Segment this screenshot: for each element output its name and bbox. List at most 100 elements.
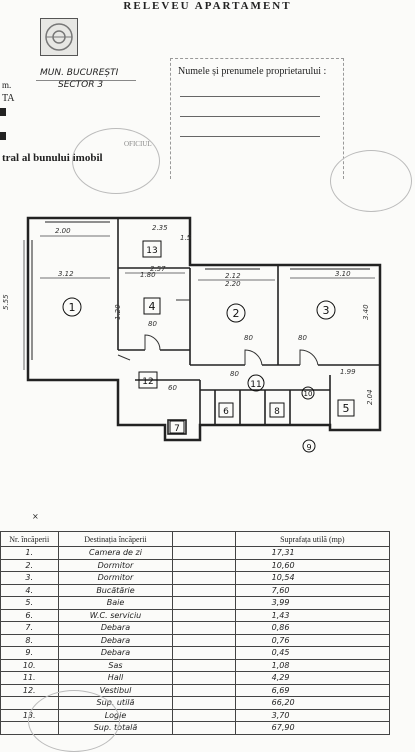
owner-line [180,96,320,97]
spacer-cell [172,558,236,572]
spacer-cell [172,596,236,610]
room-number: 1. [0,546,59,560]
stamp-icon [330,150,412,212]
svg-text:3.40: 3.40 [362,304,370,320]
svg-text:4: 4 [149,300,156,313]
svg-text:80: 80 [230,370,239,378]
floor-plan: 2.35 1.5 2.00 3.12 2.57 1.80 5.55 1.20 8… [2,216,382,453]
room-area: 67,90 [234,721,391,735]
room-destination: Debara [57,633,174,647]
room-destination: Baie [57,596,174,610]
header-area: Suprafața utilă (mp) [234,531,391,547]
logo-icon [40,18,78,56]
svg-text:1.5: 1.5 [180,234,192,242]
spacer-cell [172,658,236,672]
room-area: 0,45 [234,646,391,660]
spacer-cell [172,621,236,635]
room-area: 1,08 [234,658,391,672]
room-number: 4. [0,583,59,597]
room-number: 7. [0,621,59,635]
svg-text:80: 80 [148,320,157,328]
room-number: 6. [0,608,59,622]
room-area: 10,60 [234,558,391,572]
header-destination: Destinația încăperii [57,531,174,547]
svg-text:11: 11 [250,380,261,390]
spacer-cell [172,608,236,622]
room-number: 2. [0,558,59,572]
svg-text:2.00: 2.00 [55,227,71,235]
room-area: 1,43 [234,608,391,622]
room-area: 17,31 [234,546,391,560]
room-number: 5. [0,596,59,610]
svg-text:3.12: 3.12 [58,270,74,278]
table-row: 6.W.C. serviciu 1,43 [0,608,391,622]
svg-text:5: 5 [343,402,350,415]
svg-text:2.57: 2.57 [150,265,166,273]
svg-text:3: 3 [323,304,330,317]
owner-box [170,58,344,179]
svg-text:60: 60 [168,384,177,392]
room-destination: Hall [57,671,174,685]
redaction-mark [0,108,6,116]
spacer-cell [172,646,236,660]
svg-text:2.12: 2.12 [225,272,241,280]
room-area: 10,54 [234,571,391,585]
svg-text:80: 80 [298,334,307,342]
room-number: 3. [0,571,59,585]
document-title: RELEVEU APARTAMENT [123,0,292,12]
spacer-cell [172,671,236,685]
owner-label: Numele și prenumele proprietarului : [178,66,327,77]
room-area: 3,99 [234,596,391,610]
room-destination: Debara [57,621,174,635]
room-area: 0,86 [234,621,391,635]
svg-text:13: 13 [146,246,157,256]
svg-text:12: 12 [142,377,153,387]
table-row: 11.Hall 4,29 [0,671,391,685]
svg-text:10: 10 [304,390,313,398]
svg-text:8: 8 [274,407,280,417]
room-number: 9. [0,646,59,660]
table-row: 5.Baie 3,99 [0,596,391,610]
sector-text: SECTOR 3 [58,80,104,90]
room-destination: Dormitor [57,558,174,572]
svg-text:2: 2 [233,307,240,320]
svg-text:1.99: 1.99 [340,368,356,376]
room-destination: W.C. serviciu [57,608,174,622]
stamp-text: OFICIUL [124,140,152,148]
svg-text:2.04: 2.04 [366,389,374,405]
room-destination: Camera de zi [57,546,174,560]
table-row: 1.Camera de zi 17,31 [0,546,391,560]
room-number: 11. [0,671,59,685]
svg-text:5.55: 5.55 [2,294,10,310]
header-spacer [172,531,236,547]
room-area: 66,20 [234,696,391,710]
spacer-cell [172,571,236,585]
table-row: 8.Debara 0,76 [0,633,391,647]
room-number: 8. [0,633,59,647]
svg-text:9: 9 [306,443,311,452]
locality-text: MUN. BUCUREȘTI [40,68,119,78]
room-area: 6,69 [234,683,391,697]
svg-text:1.20: 1.20 [114,304,122,320]
owner-line [180,116,320,117]
svg-text:7: 7 [174,424,180,434]
mark-x: × [32,512,39,521]
svg-text:2.35: 2.35 [152,224,168,232]
room-area: 4,29 [234,671,391,685]
spacer-cell [172,721,236,735]
header-nr: Nr. încăperii [0,531,59,547]
room-area: 0,76 [234,633,391,647]
spacer-cell [172,633,236,647]
spacer-cell [172,683,236,697]
svg-text:3.10: 3.10 [335,270,351,278]
svg-text:6: 6 [223,407,229,417]
spacer-cell [172,696,236,710]
spacer-cell [172,583,236,597]
room-area: 7,60 [234,583,391,597]
svg-text:2.20: 2.20 [225,280,241,288]
table-row: 7.Debara 0,86 [0,621,391,635]
